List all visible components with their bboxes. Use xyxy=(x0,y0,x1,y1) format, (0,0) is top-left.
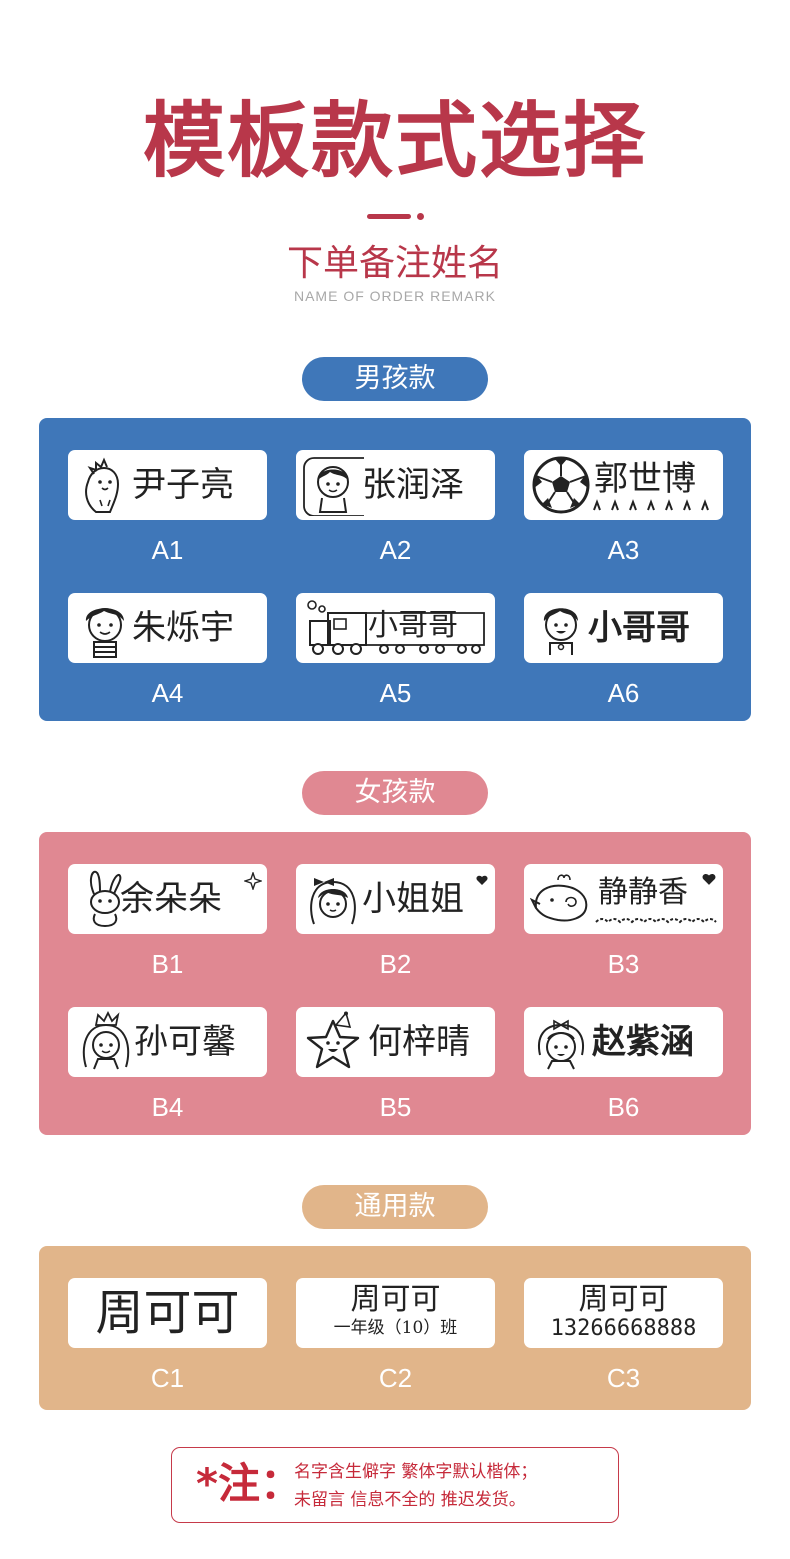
template-name: 静静香 xyxy=(598,875,688,910)
dinosaur-icon xyxy=(85,457,120,513)
template-card-b3[interactable]: 静静香 xyxy=(524,864,723,934)
bunny-icon xyxy=(89,870,122,928)
template-card-b6[interactable]: 赵紫涵 xyxy=(524,1007,723,1077)
template-card-b5[interactable]: 何梓晴 xyxy=(296,1007,495,1077)
page-title: 模板款式选择 xyxy=(142,94,647,189)
train-icon xyxy=(307,600,485,655)
boy-icon xyxy=(85,608,124,658)
section-label-common: 通用款 xyxy=(302,1185,488,1229)
template-name: 周可可 xyxy=(350,1282,441,1317)
template-card-a1[interactable]: 尹子亮 xyxy=(68,450,267,520)
template-code: C1 xyxy=(150,1363,185,1393)
heart-icon xyxy=(702,874,716,885)
template-card-c2[interactable]: 周可可 一年级（10）班 xyxy=(296,1278,495,1348)
template-code: A2 xyxy=(379,535,412,565)
grass-decoration xyxy=(593,499,709,511)
template-code: C2 xyxy=(378,1363,413,1393)
template-name: 小哥哥 xyxy=(588,608,690,648)
note-line-2: 未留言 信息不全的 推迟发货。 xyxy=(294,1490,526,1510)
template-card-a3[interactable]: 郭世博 xyxy=(524,450,723,520)
template-name: 赵紫涵 xyxy=(592,1022,694,1062)
soccer-ball-icon xyxy=(532,456,590,514)
template-name: 张润泽 xyxy=(362,465,464,505)
template-card-a5[interactable]: 小哥哥 xyxy=(296,593,495,663)
template-card-a6[interactable]: 小哥哥 xyxy=(524,593,723,663)
template-card-c1[interactable]: 周可可 xyxy=(68,1278,267,1348)
order-note-box: *注： 名字含生僻字 繁体字默认楷体； 未留言 信息不全的 推迟发货。 xyxy=(171,1447,619,1523)
section-label-boys: 男孩款 xyxy=(302,357,488,401)
template-code: C3 xyxy=(606,1363,641,1393)
star-icon xyxy=(306,1011,360,1069)
template-code: B4 xyxy=(151,1092,184,1122)
common-panel: 周可可 C1 周可可 一年级（10）班 C2 周可可 13266668888 C… xyxy=(39,1246,751,1410)
template-card-a4[interactable]: 朱烁宇 xyxy=(68,593,267,663)
template-code: A4 xyxy=(151,678,184,708)
template-code: B5 xyxy=(379,1092,412,1122)
heart-icon xyxy=(476,875,488,885)
template-card-b2[interactable]: 小姐姐 xyxy=(296,864,495,934)
template-code: A1 xyxy=(151,535,184,565)
boys-panel: 尹子亮 A1 张润泽 A2 郭世博 A3 xyxy=(39,418,751,721)
page-subtitle: 下单备注姓名 xyxy=(286,243,503,284)
princess-icon xyxy=(82,1011,130,1070)
template-name: 尹子亮 xyxy=(132,465,234,505)
template-class-text: 一年级（10）班 xyxy=(333,1318,458,1338)
sparkle-icon xyxy=(244,872,262,890)
template-name: 何梓晴 xyxy=(368,1022,470,1062)
template-card-b1[interactable]: 余朵朵 xyxy=(68,864,267,934)
boy-smile-icon xyxy=(543,608,578,655)
wave-decoration xyxy=(595,918,717,924)
page-subtitle-en: NAME OF ORDER REMARK xyxy=(293,288,496,304)
boy-face-icon xyxy=(303,457,364,516)
template-card-c3[interactable]: 周可可 13266668888 xyxy=(524,1278,723,1348)
template-name: 周可可 xyxy=(578,1282,669,1317)
template-code: B1 xyxy=(151,949,184,979)
girl-bow-icon xyxy=(310,878,356,925)
template-code: A3 xyxy=(607,535,640,565)
template-code: A6 xyxy=(607,678,640,708)
title-divider xyxy=(367,213,427,220)
template-code: B2 xyxy=(379,949,412,979)
note-mark: *注： xyxy=(196,1459,302,1508)
template-code: B6 xyxy=(607,1092,640,1122)
template-phone-text: 13266668888 xyxy=(550,1316,697,1341)
whale-icon xyxy=(530,874,588,922)
template-name: 小哥哥 xyxy=(368,608,458,643)
template-card-b4[interactable]: 孙可馨 xyxy=(68,1007,267,1077)
template-name: 小姐姐 xyxy=(362,879,464,919)
template-card-a2[interactable]: 张润泽 xyxy=(296,450,495,520)
section-label-girls: 女孩款 xyxy=(302,771,488,815)
template-name: 孙可馨 xyxy=(134,1022,236,1062)
template-name: 郭世博 xyxy=(594,459,696,499)
template-code: A5 xyxy=(379,678,412,708)
template-code: B3 xyxy=(607,949,640,979)
girls-panel: 余朵朵 B1 小姐姐 B2 静静香 xyxy=(39,832,751,1135)
note-line-1: 名字含生僻字 繁体字默认楷体； xyxy=(294,1462,538,1482)
template-name: 余朵朵 xyxy=(120,879,222,919)
template-name: 周可可 xyxy=(95,1285,240,1341)
girl-face-icon xyxy=(538,1019,584,1070)
template-name: 朱烁宇 xyxy=(132,608,234,648)
